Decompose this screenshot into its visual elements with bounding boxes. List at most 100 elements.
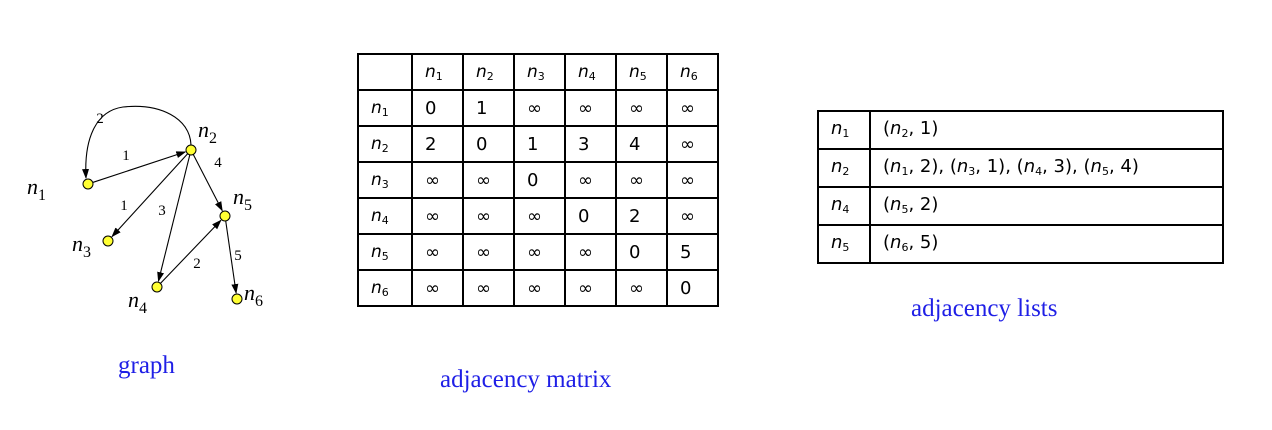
adjacency-list-row: n5 (n6, 5) [817, 224, 1224, 264]
adjacency-list-entry: (n6, 5) [883, 232, 939, 254]
matrix-row-header: n4 [357, 197, 413, 235]
matrix-cell: ∞ [615, 269, 668, 307]
matrix-cell: ∞ [411, 269, 464, 307]
matrix-cell: 0 [411, 89, 464, 127]
lists-caption: adjacency lists [911, 295, 1058, 322]
node-ref: n5 [831, 232, 850, 254]
node-ref: n1 [425, 61, 443, 83]
node-label-n5: n5 [233, 184, 252, 214]
matrix-cell: 0 [513, 161, 566, 199]
matrix-corner-cell [357, 53, 413, 91]
edge-weight-n2-n4: 3 [158, 203, 166, 219]
matrix-cell: ∞ [666, 161, 719, 199]
matrix-cell: 0 [564, 197, 617, 235]
matrix-cell: 0 [462, 125, 515, 163]
node-ref: n6 [371, 277, 389, 299]
matrix-cell: 3 [564, 125, 617, 163]
matrix-cell: ∞ [462, 269, 515, 307]
edge-n5-n6 [225, 220, 239, 295]
node-ref: n4 [371, 205, 389, 227]
matrix-row-header: n3 [357, 161, 413, 199]
matrix-caption: adjacency matrix [440, 366, 612, 393]
edge-n2-n3 [111, 153, 189, 238]
matrix-cell: 2 [411, 125, 464, 163]
matrix-row: n3∞∞0∞∞∞ [357, 161, 719, 199]
matrix-column-header: n4 [564, 53, 617, 91]
matrix-cell: ∞ [513, 89, 566, 127]
node-ref: n5 [1090, 156, 1109, 178]
adjacency-list-row: n1 (n2, 1) [817, 110, 1224, 150]
matrix-row-header: n5 [357, 233, 413, 271]
adjacency-list-entries: (n5, 2) [869, 186, 1224, 226]
matrix-row-header: n2 [357, 125, 413, 163]
adjacency-list-entries: (n2, 1) [869, 110, 1224, 150]
node-label-n1: n1 [27, 174, 46, 204]
node-n6 [231, 293, 243, 305]
matrix-row-header: n6 [357, 269, 413, 307]
node-ref: n4 [831, 194, 850, 216]
matrix-cell: 5 [666, 233, 719, 271]
node-ref: n1 [371, 97, 389, 119]
edge-weight-n2-n3: 1 [120, 198, 128, 214]
edge-n2-n4 [157, 154, 191, 283]
node-ref: n1 [831, 118, 850, 140]
edge-weight-n2-n1: 2 [96, 111, 104, 127]
node-ref: n2 [371, 133, 389, 155]
adjacency-list-node: n5 [817, 224, 871, 264]
matrix-cell: ∞ [564, 269, 617, 307]
adjacency-list-entry: (n2, 1) [883, 118, 939, 140]
edge-n2-n1 [82, 105, 192, 179]
matrix-cell: ∞ [411, 197, 464, 235]
adjacency-list-entry: (n4, 3) [1016, 156, 1073, 178]
adjacency-list-entries: (n6, 5) [869, 224, 1224, 264]
edge-weight-n1-n2: 1 [122, 148, 130, 164]
edge-weight-n2-n5: 4 [214, 155, 222, 171]
node-ref: n6 [890, 232, 909, 254]
matrix-cell: 1 [513, 125, 566, 163]
node-ref: n3 [956, 156, 976, 178]
matrix-row-header: n1 [357, 89, 413, 127]
adjacency-list-node: n1 [817, 110, 871, 150]
matrix-cell: ∞ [666, 197, 719, 235]
node-ref: n3 [371, 169, 389, 191]
node-n5 [219, 210, 231, 222]
adjacency-list-entry: (n1, 2) [883, 156, 939, 178]
matrix-cell: ∞ [462, 233, 515, 271]
node-ref: n2 [890, 118, 909, 140]
adjacency-lists: n1(n2, 1)n2(n1, 2), (n3, 1), (n4, 3), (n… [817, 110, 1224, 264]
matrix-cell: ∞ [411, 161, 464, 199]
adjacency-list-row: n4 (n5, 2) [817, 186, 1224, 226]
node-ref: n6 [680, 61, 698, 83]
matrix-column-header: n1 [411, 53, 464, 91]
edge-weight-n5-n6: 5 [234, 248, 242, 264]
matrix-cell: ∞ [564, 233, 617, 271]
adjacency-list-entry: (n3, 1) [949, 156, 1006, 178]
matrix-cell: ∞ [666, 89, 719, 127]
matrix-cell: 2 [615, 197, 668, 235]
matrix-cell: ∞ [564, 161, 617, 199]
matrix-cell: ∞ [666, 125, 719, 163]
adjacency-list-row: n2(n1, 2), (n3, 1), (n4, 3), (n5, 4) [817, 148, 1224, 188]
matrix-cell: 0 [615, 233, 668, 271]
matrix-cell: ∞ [615, 89, 668, 127]
node-n4 [151, 281, 163, 293]
node-ref: n4 [1023, 156, 1043, 178]
matrix-column-header: n2 [462, 53, 515, 91]
adjacency-list-entry: (n5, 4) [1083, 156, 1139, 178]
node-ref: n4 [578, 61, 596, 83]
node-ref: n5 [371, 241, 389, 263]
node-label-n2: n2 [198, 117, 217, 147]
graph-caption: graph [118, 352, 175, 379]
adjacency-list-entries: (n1, 2), (n3, 1), (n4, 3), (n5, 4) [869, 148, 1224, 188]
matrix-cell: ∞ [513, 233, 566, 271]
node-label-n3: n3 [72, 231, 91, 261]
node-ref: n5 [890, 194, 909, 216]
matrix-cell: ∞ [615, 161, 668, 199]
matrix-cell: ∞ [513, 269, 566, 307]
